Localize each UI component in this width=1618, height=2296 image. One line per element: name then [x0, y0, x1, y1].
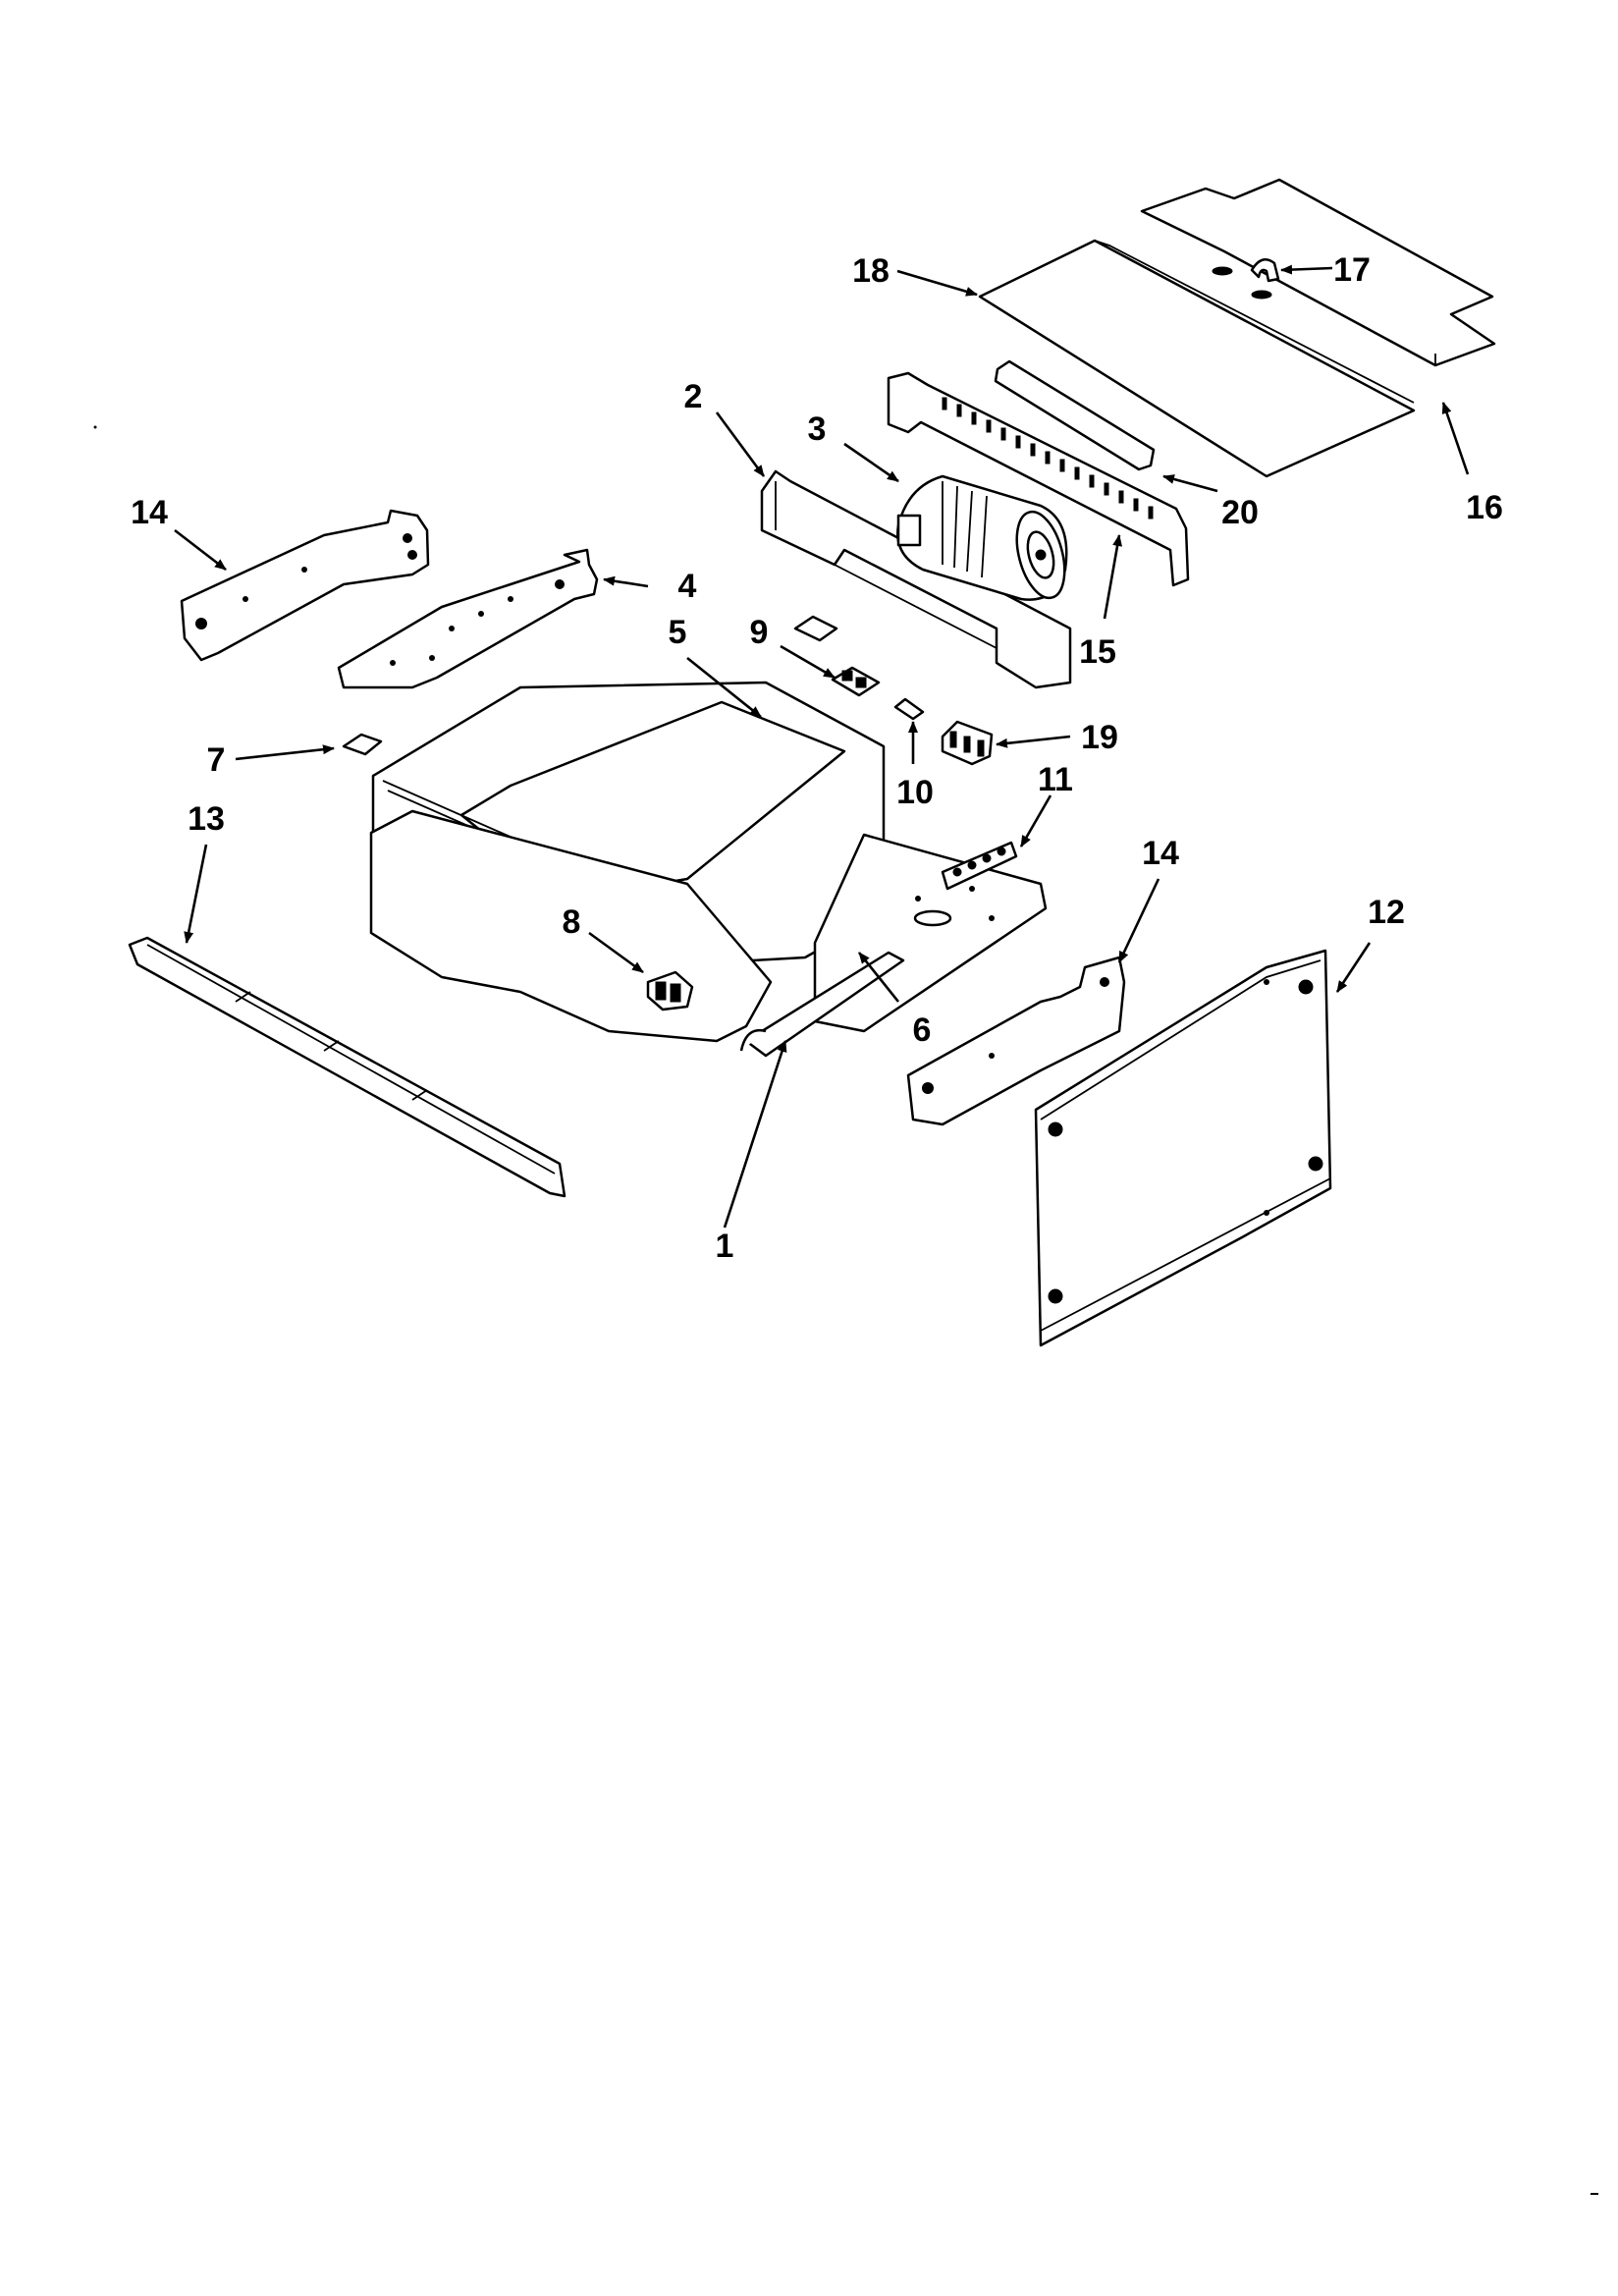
part-18-insulation-panel — [978, 239, 1416, 478]
callout-5: 5 — [669, 614, 687, 651]
callout-8: 8 — [563, 903, 581, 941]
callout-9: 9 — [750, 614, 769, 651]
part-8-connector — [646, 970, 694, 1011]
stray-dot-left — [93, 425, 97, 429]
arrow-18 — [896, 269, 978, 297]
part-14-right-side-bracket — [906, 956, 1126, 1126]
callout-17: 17 — [1333, 251, 1371, 289]
arrow-14-right — [1117, 878, 1160, 963]
part-14-left-side-bracket — [180, 509, 430, 662]
part-19-terminal-block — [941, 720, 994, 766]
callout-7: 7 — [207, 741, 226, 779]
arrow-19-to-20 — [1162, 474, 1218, 493]
arrow-16 — [1441, 402, 1470, 475]
callout-16: 16 — [1466, 489, 1503, 526]
arrow-13 — [184, 844, 208, 944]
callout-4: 4 — [678, 568, 697, 605]
arrow-1 — [723, 1040, 787, 1229]
part-15-vented-bracket — [887, 371, 1190, 587]
part-17-clip — [1212, 258, 1280, 300]
callout-14-left: 14 — [131, 494, 168, 531]
leader-arrows — [174, 264, 1470, 1229]
arrow-2 — [715, 411, 766, 477]
callout-3: 3 — [808, 410, 827, 448]
part-11-terminal-strip — [941, 841, 1018, 891]
arrow-8 — [588, 931, 644, 974]
callout-2: 2 — [684, 378, 703, 415]
arrow-9 — [780, 644, 836, 680]
part-7-small-clip — [342, 733, 383, 756]
callout-20: 20 — [1221, 494, 1259, 531]
callout-13: 13 — [188, 800, 225, 838]
part-13-front-trim — [128, 936, 566, 1198]
arrow-12 — [1335, 942, 1372, 993]
callout-labels: 1 2 3 4 5 6 7 8 9 10 11 12 13 14 14 15 1… — [131, 251, 1503, 1265]
arrow-7 — [235, 744, 335, 761]
part-2-fan-housing — [760, 469, 1072, 689]
arrow-19 — [996, 735, 1071, 748]
arrow-5 — [686, 656, 762, 719]
arrow-15 — [1103, 534, 1123, 620]
part-12-rear-panel — [1034, 949, 1332, 1347]
part-4-plate — [337, 548, 599, 689]
arrow-17 — [1280, 264, 1333, 275]
callout-1: 1 — [716, 1228, 734, 1265]
arrow-14-left — [174, 528, 227, 572]
callout-6: 6 — [913, 1011, 932, 1049]
arrow-3 — [843, 442, 899, 483]
part-16-top-cover — [1140, 178, 1496, 367]
part-10-fuse — [893, 697, 925, 721]
callout-18: 18 — [852, 252, 890, 290]
arrow-6 — [857, 952, 900, 1003]
callout-12: 12 — [1368, 894, 1405, 931]
callout-14-right: 14 — [1142, 835, 1179, 872]
arrow-4 — [603, 575, 649, 588]
callout-10: 10 — [896, 774, 934, 811]
callout-15: 15 — [1079, 633, 1116, 671]
part-3-fan-motor — [896, 474, 1068, 601]
callout-11: 11 — [1038, 761, 1073, 798]
arrow-11 — [1019, 794, 1052, 847]
part-9-small-bracket — [793, 615, 881, 697]
callout-19: 19 — [1081, 719, 1118, 756]
part-20-gasket-strip — [994, 359, 1156, 471]
